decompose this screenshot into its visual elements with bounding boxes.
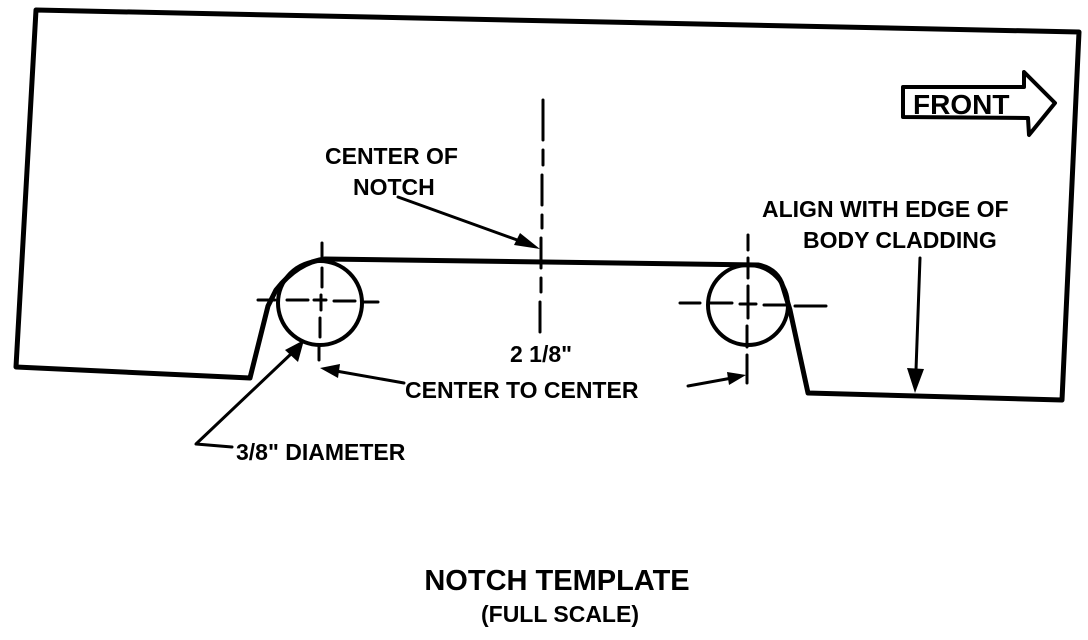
- diagram-subtitle: (FULL SCALE): [481, 601, 639, 627]
- front-label: FRONT: [913, 89, 1009, 120]
- right-hole-centerlines: [678, 233, 828, 385]
- center-of-notch-leader: [396, 195, 540, 249]
- center-to-center-dimension: [320, 364, 746, 388]
- diameter-leader: [194, 340, 304, 449]
- center-of-label: CENTER OF: [325, 143, 458, 169]
- align-label-line1: ALIGN WITH EDGE OF: [762, 196, 1009, 222]
- align-label-line2: BODY CLADDING: [803, 227, 997, 253]
- center-to-center-label: CENTER TO CENTER: [405, 377, 639, 403]
- front-arrow-icon: [901, 70, 1057, 137]
- diagram-title: NOTCH TEMPLATE: [424, 565, 689, 597]
- align-edge-leader: [907, 256, 924, 393]
- left-hole-centerlines: [256, 241, 380, 362]
- diameter-label: 3/8" DIAMETER: [236, 439, 406, 465]
- dimension-value-label: 2 1/8": [510, 341, 572, 367]
- notch-label: NOTCH: [353, 174, 435, 200]
- notch-centerline: [538, 98, 545, 334]
